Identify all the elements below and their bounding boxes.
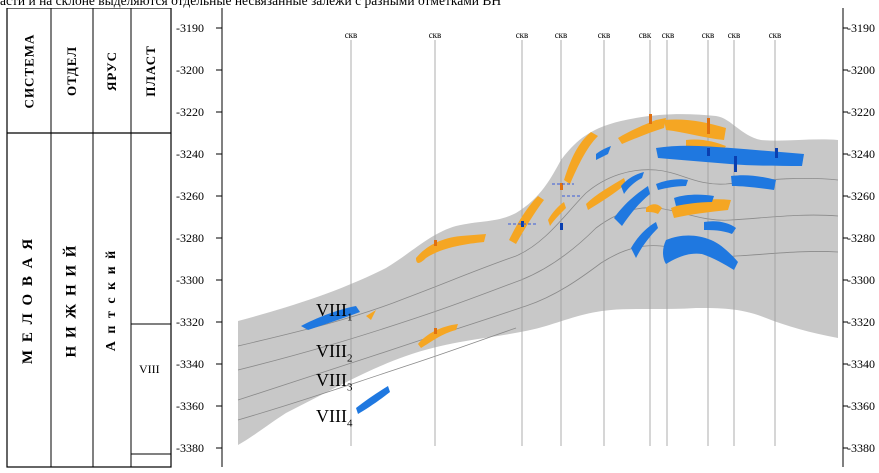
depth-tick-right: -3190 — [847, 21, 875, 35]
department-header: ОТДЕЛ — [64, 45, 79, 96]
layer-label-viii2: VIII2 — [316, 341, 353, 365]
depth-tick-right: -3320 — [847, 315, 875, 329]
depth-tick: -3190 — [176, 21, 204, 35]
layer-label-viii4: VIII4 — [316, 406, 353, 430]
depth-tick-right: -3300 — [847, 273, 875, 287]
well-label: свк — [639, 30, 652, 40]
system-header: СИСТЕМА — [21, 33, 37, 108]
depth-tick: -3240 — [176, 147, 204, 161]
depth-tick-right: -3200 — [847, 63, 875, 77]
system-value: М Е Л О В А Я — [20, 236, 37, 364]
depth-scale-left: -3190 -3200 -3220 -3240 -3260 -3280 -330… — [172, 8, 224, 468]
oil-deposits — [366, 118, 731, 348]
depth-tick: -3320 — [176, 315, 204, 329]
layer-label-viii1: VIII1 — [316, 300, 353, 324]
depth-tick: -3300 — [176, 273, 204, 287]
geological-section: скв скв скв скв скв свк скв скв скв скв — [226, 8, 842, 473]
depth-tick-right: -3260 — [847, 189, 875, 203]
layer-label-viii3: VIII3 — [316, 370, 353, 394]
department-value: Н И Ж Н И Й — [63, 243, 80, 357]
depth-tick-right: -3380 — [847, 441, 875, 455]
stratigraphic-columns: СИСТЕМА ОТДЕЛ ЯРУС ПЛАСТ М Е Л О В А Я Н… — [0, 8, 172, 468]
well-label: скв — [662, 30, 675, 40]
depth-tick: -3260 — [176, 189, 204, 203]
well-label: скв — [728, 30, 741, 40]
contact-level-markers — [508, 183, 580, 225]
well-label: скв — [769, 30, 782, 40]
stage-header: ЯРУС — [104, 50, 119, 91]
depth-tick: -3380 — [176, 441, 204, 455]
well-label: скв — [702, 30, 715, 40]
depth-tick: -3360 — [176, 399, 204, 413]
depth-scale-right: -3190 -3200 -3220 -3240 -3260 -3280 -330… — [842, 8, 879, 468]
depth-tick-right: -3240 — [847, 147, 875, 161]
water-deposits — [301, 145, 804, 414]
layer-header: ПЛАСТ — [143, 44, 159, 97]
contour-line — [237, 169, 839, 347]
well-label: скв — [429, 30, 442, 40]
well-label: скв — [598, 30, 611, 40]
contour-line — [237, 245, 839, 401]
well-label: скв — [345, 30, 358, 40]
stage-value: А п т с к и й — [104, 248, 119, 352]
depth-tick: -3220 — [176, 105, 204, 119]
depth-scale-left-axis — [216, 8, 223, 467]
strat-grid — [6, 8, 172, 468]
contour-line — [237, 327, 517, 421]
depth-tick: -3280 — [176, 231, 204, 245]
depth-tick-right: -3340 — [847, 357, 875, 371]
depth-tick-right: -3360 — [847, 399, 875, 413]
well-label: скв — [555, 30, 568, 40]
depth-scale-right-axis — [842, 8, 848, 467]
caption-text: асти и на склоне выделяются отдельные не… — [0, 0, 502, 8]
depth-tick: -3340 — [176, 357, 204, 371]
depth-tick-right: -3280 — [847, 231, 875, 245]
contour-line — [237, 207, 839, 371]
well-markers — [434, 114, 778, 334]
section-canvas: скв скв скв скв скв свк скв скв скв скв — [237, 30, 839, 446]
well-label: скв — [516, 30, 529, 40]
depth-tick: -3200 — [176, 63, 204, 77]
layer-value: VIII — [139, 362, 160, 376]
depth-tick-right: -3220 — [847, 105, 875, 119]
